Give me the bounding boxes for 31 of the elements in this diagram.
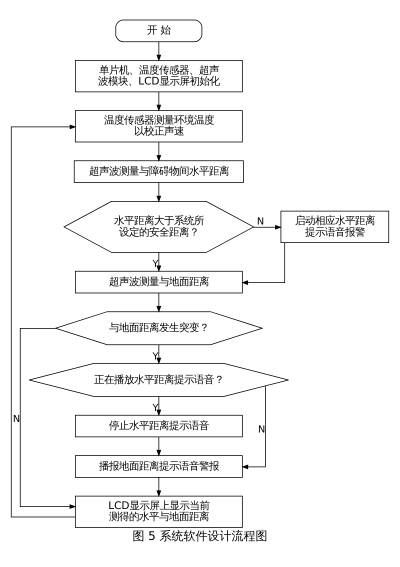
node-box: 超声波测量与地面距离 (74, 270, 243, 294)
arrow (241, 386, 266, 470)
node-box: 开 始 (115, 20, 202, 42)
node-box: 超声波测量与障碍物间水平距离 (74, 160, 244, 183)
caption: 图 5 系统软件设计流程图 (132, 529, 268, 544)
node-box: 播报地面距离提示语音警报 (74, 455, 243, 478)
arrow (20, 328, 76, 509)
node-box: 温度传感器测量环境温度以校正声速 (74, 110, 243, 142)
arrow (156, 292, 162, 313)
arrow (156, 396, 162, 416)
node-box: 停止水平距离提示语音 (74, 414, 243, 438)
arrow (156, 92, 162, 112)
edge-label: N (258, 424, 266, 436)
arrow (156, 436, 162, 457)
arrow (156, 182, 162, 202)
edge-label: Y (152, 351, 158, 362)
edge-label: N (12, 414, 20, 425)
arrow (156, 477, 162, 498)
node-box: 单片机、温度传感器、超声波模块、LCD显示屏初始化 (74, 60, 243, 92)
arrow (156, 142, 162, 162)
edge-label: N (256, 216, 264, 228)
arrow (252, 224, 282, 230)
arrow (156, 41, 162, 62)
node-box: 启动相应水平距离提示语音报警 (280, 210, 390, 243)
edge-label: Y (152, 403, 158, 414)
arrow (156, 252, 162, 272)
arrow (10, 124, 76, 518)
node-box: LCD显示屏上显示当前测得的水平与地面距离 (74, 496, 243, 528)
edge-label: Y (152, 259, 158, 270)
arrow (156, 344, 162, 364)
arrow (241, 242, 286, 286)
